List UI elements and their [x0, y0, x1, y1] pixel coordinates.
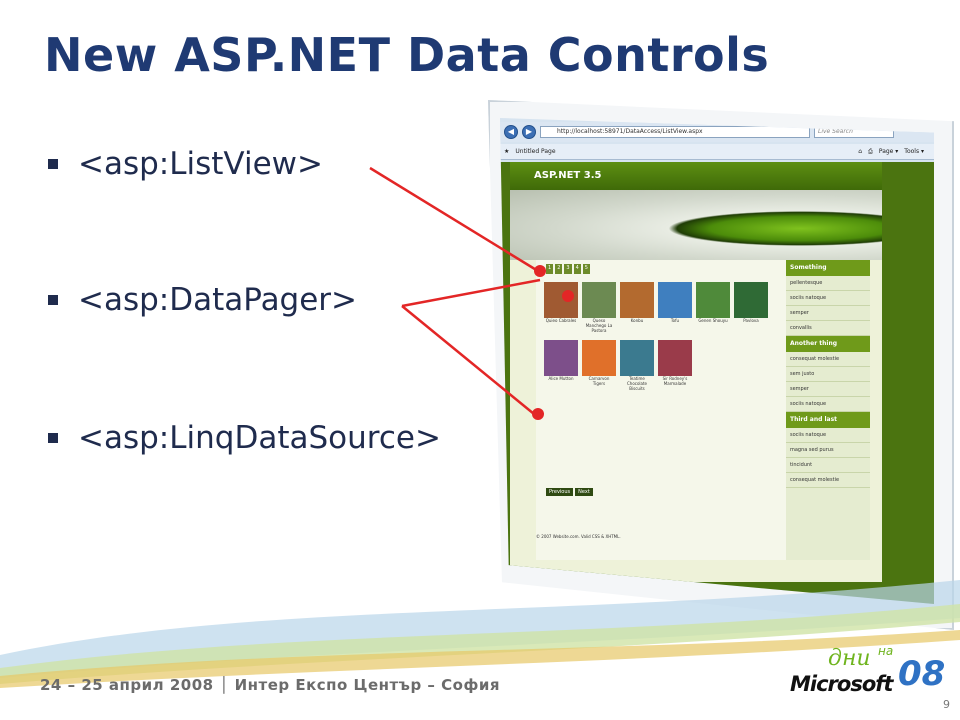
photo-caption: Konbu [630, 318, 644, 323]
tools-menu: Tools ▾ [904, 147, 924, 155]
leaf-banner [510, 190, 882, 260]
star-icon: ★ [504, 148, 510, 155]
site-footer: © 2007 Website.com. Valid CSS & XHTML. [536, 534, 621, 539]
photo-caption: Quieo Cabrales [545, 318, 577, 323]
photo-item: Sir Rodney's Marmalade [658, 340, 692, 394]
photo-caption: Sir Rodney's Marmalade [662, 376, 688, 386]
pager-number: 2 [555, 264, 563, 274]
print-icon: ⎙ [868, 147, 873, 155]
logo-dni: дни [828, 646, 871, 671]
photo-thumbnail [620, 282, 654, 318]
dni-na-microsoft-logo: дни на Microsoft 08 [790, 644, 950, 702]
photo-item: Teatime Chocolate Biscuits [620, 340, 654, 394]
photo-caption: Queso Manchego La Pastora [585, 318, 613, 333]
pager-number: 5 [582, 264, 590, 274]
page-menu: Page ▾ [878, 147, 899, 155]
photo-caption: Genen Shouyu [698, 318, 728, 323]
sidebar-item: magna sed purus [786, 443, 870, 458]
photo-item: Quieo Cabrales [544, 282, 578, 336]
sidebar-item: sociis natoque [786, 397, 870, 412]
home-icon: ⌂ [858, 147, 863, 155]
photo-caption: Alice Mutton [548, 376, 574, 381]
tab-title: Untitled Page [515, 148, 556, 155]
sidebar-item: tincidunt [786, 458, 870, 473]
sidebar-heading: Another thing [786, 336, 870, 352]
photo-item: Pavlova [734, 282, 768, 336]
sidebar-item: sem justo [786, 367, 870, 382]
slide-title: New ASP.NET Data Controls [44, 28, 770, 82]
bullet-listview: <asp:ListView> [48, 146, 323, 182]
pager-button: Next [575, 488, 593, 496]
site-title: ASP.NET 3.5 [534, 170, 602, 181]
bullet-text: <asp:DataPager> [78, 282, 358, 318]
photo-caption: Tofu [670, 318, 680, 323]
sidebar-item: consequat molestie [786, 352, 870, 367]
pager-number: 3 [564, 264, 572, 274]
bullet-text: <asp:ListView> [78, 146, 323, 182]
photo-grid: Quieo Cabrales Queso Manchego La Pastora K… [544, 282, 768, 394]
photo-item: Alice Mutton [544, 340, 578, 394]
photo-thumbnail [658, 282, 692, 318]
bullet-marker [48, 295, 58, 305]
browser-screenshot: ◀ ▶ http://localhost:58971/DataAccess/Li… [500, 118, 934, 604]
photo-thumbnail [658, 340, 692, 376]
photo-item: Carnarvon Tigers [582, 340, 616, 394]
photo-caption: Teatime Chocolate Biscuits [626, 376, 647, 391]
photo-item: Genen Shouyu [696, 282, 730, 336]
pager-number: 1 [546, 264, 554, 274]
bullet-marker [48, 159, 58, 169]
photo-thumbnail [734, 282, 768, 318]
photo-thumbnail [582, 282, 616, 318]
pager-button: Previous [546, 488, 574, 496]
sidebar-item: semper [786, 306, 870, 321]
bullet-datapager: <asp:DataPager> [48, 282, 357, 318]
sidebar-item: sociis natoque [786, 428, 870, 443]
bullet-marker [48, 433, 58, 443]
photo-thumbnail [620, 340, 654, 376]
page-number: 9 [943, 698, 950, 711]
site-header: ASP.NET 3.5 [510, 162, 882, 190]
logo-year: 08 [898, 654, 946, 694]
sidebar-item: sociis natoque [786, 291, 870, 306]
photo-item: Tofu [658, 282, 692, 336]
sidebar-item: semper [786, 382, 870, 397]
bottom-swoosh [0, 580, 960, 688]
photo-caption: Carnarvon Tigers [588, 376, 610, 386]
sidebar-heading: Third and last [786, 412, 870, 428]
url-field: http://localhost:58971/DataAccess/ListVi… [540, 126, 810, 138]
tab-bar: ★ Untitled Page ⌂ ⎙ Page ▾ Tools ▾ [500, 144, 934, 160]
forward-icon: ▶ [522, 125, 536, 139]
photo-thumbnail [582, 340, 616, 376]
logo-microsoft: Microsoft [790, 672, 893, 696]
sidebar-item: pellentesque [786, 276, 870, 291]
bullet-text: <asp:LinqDataSource> [78, 420, 441, 456]
bullet-linqdatasource: <asp:LinqDataSource> [48, 420, 441, 456]
photo-item: Queso Manchego La Pastora [582, 282, 616, 336]
photo-thumbnail [544, 282, 578, 318]
photo-thumbnail [696, 282, 730, 318]
sidebar-item: convallis [786, 321, 870, 336]
sidebar-item: consequat molestie [786, 473, 870, 488]
sidebar-heading: Something [786, 260, 870, 276]
logo-na: на [878, 644, 894, 658]
photo-item: Konbu [620, 282, 654, 336]
event-line: 24 – 25 април 2008 │ Интер Експо Център … [40, 676, 500, 694]
photo-thumbnail [544, 340, 578, 376]
back-icon: ◀ [504, 125, 518, 139]
photo-caption: Pavlova [743, 318, 759, 323]
pager-number: 4 [573, 264, 581, 274]
